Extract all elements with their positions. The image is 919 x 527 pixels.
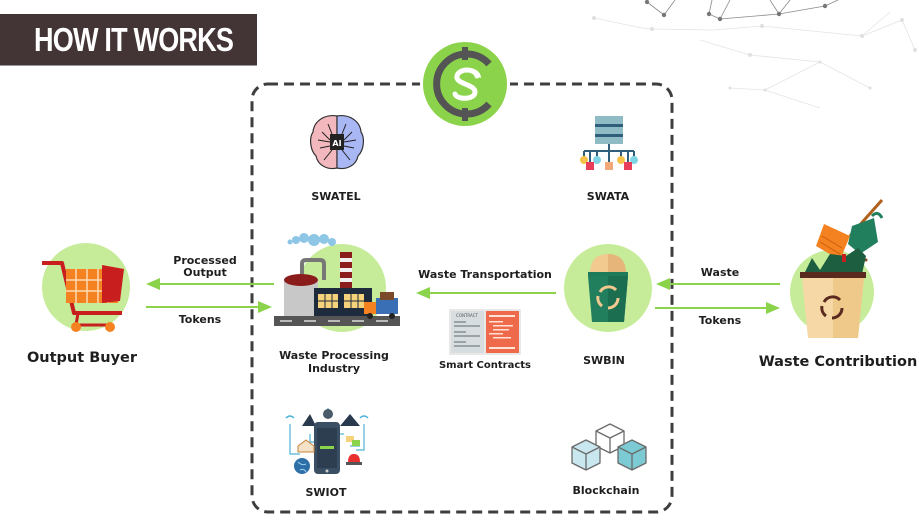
title-banner <box>0 14 257 66</box>
svg-text:AI: AI <box>332 139 341 148</box>
flow-arrows-right <box>655 278 780 314</box>
tokens-right-label: Tokens <box>698 314 742 327</box>
waste-processing-line1: Waste Processing <box>279 349 389 362</box>
factory-icon <box>274 233 400 332</box>
blockchain-label: Blockchain <box>572 484 640 497</box>
processed-output-label: Processed Output <box>160 255 250 279</box>
arrow-head-left <box>656 278 670 290</box>
output-buyer-label: Output Buyer <box>26 350 138 366</box>
svg-text:CONTRACT: CONTRACT <box>456 313 478 318</box>
waste-basket-icon <box>790 199 884 338</box>
waste-processing-line2: Industry <box>307 362 361 375</box>
arrow-head-right <box>258 301 272 313</box>
recycle-bin-icon <box>564 244 652 332</box>
arrow-head-right <box>766 302 780 314</box>
ai-brain-icon: AI <box>310 115 364 170</box>
page-title: HOW IT WORKS <box>34 21 234 58</box>
swatel-label: SWATEL <box>311 190 361 203</box>
network-background-decoration <box>592 0 917 109</box>
waste-transportation-label: Waste Transportation <box>418 268 552 281</box>
swata-label: SWATA <box>586 190 630 203</box>
smart-contracts-label: Smart Contracts <box>438 360 531 371</box>
swiot-label: SWIOT <box>305 486 347 499</box>
processed-output-line1: Processed <box>173 254 237 267</box>
processed-output-line2: Output <box>183 266 227 279</box>
swachhcoin-logo-icon <box>420 39 510 129</box>
swbin-label: SWBIN <box>583 354 625 367</box>
waste-contribution-label: Waste Contribution <box>758 354 918 370</box>
arrow-head-left <box>146 278 160 290</box>
tokens-left-label: Tokens <box>178 313 222 326</box>
waste-processing-label: Waste Processing Industry <box>262 349 406 375</box>
iot-devices-icon <box>285 408 369 474</box>
waste-label: Waste <box>700 266 740 279</box>
waste-transportation-arrow <box>416 287 556 299</box>
blockchain-cubes-icon <box>571 423 647 471</box>
contract-document-icon: CONTRACT <box>449 309 521 355</box>
shopping-cart-icon <box>42 243 130 332</box>
flow-arrows-left <box>146 278 274 313</box>
data-hierarchy-icon <box>580 116 638 170</box>
